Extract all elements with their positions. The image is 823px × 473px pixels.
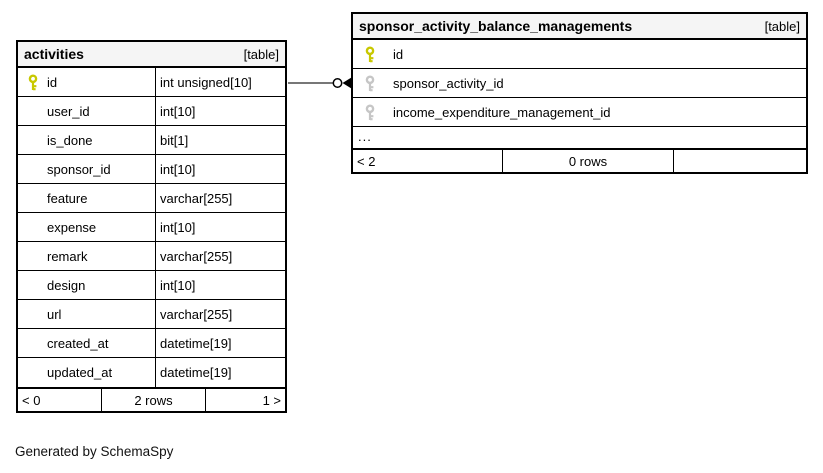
column-name: remark — [47, 248, 88, 264]
foreign-key-icon — [365, 75, 375, 91]
primary-key-icon — [28, 74, 38, 90]
column-name: feature — [47, 190, 88, 206]
column-name: id — [47, 74, 58, 90]
column-name: url — [47, 306, 62, 322]
table-stats-footer: < 0 2 rows 1 > — [18, 387, 285, 411]
column-type: int[10] — [160, 161, 196, 177]
column-name: is_done — [47, 132, 93, 148]
column-row-user-id: user_id int[10] — [18, 97, 285, 126]
column-type: int[10] — [160, 219, 196, 235]
zero-cardinality-circle-icon — [332, 78, 343, 88]
foreign-key-icon — [365, 104, 375, 120]
table-name[interactable]: activities — [24, 45, 84, 62]
column-name: expense — [47, 219, 97, 235]
column-row-income-expenditure-management-id: income_expenditure_management_id — [353, 98, 806, 127]
table-type-badge: [table] — [764, 18, 800, 34]
column-type: int[10] — [160, 103, 196, 119]
row-count: 0 rows — [503, 150, 674, 172]
column-row-remark: remark varchar[255] — [18, 242, 285, 271]
column-row-id: id — [353, 40, 806, 69]
table-node-sponsor-activity-balance-managements[interactable]: sponsor_activity_balance_managements [ta… — [351, 12, 808, 174]
column-name: income_expenditure_management_id — [393, 104, 611, 120]
primary-key-icon — [365, 46, 375, 62]
column-row-id: id int unsigned[10] — [18, 68, 285, 97]
column-type: datetime[19] — [160, 365, 232, 380]
column-row-expense: expense int[10] — [18, 213, 285, 242]
column-row-is-done: is_done bit[1] — [18, 126, 285, 155]
column-name: user_id — [47, 103, 90, 119]
column-type: varchar[255] — [160, 190, 233, 206]
column-row-sponsor-activity-id: sponsor_activity_id — [353, 69, 806, 98]
column-type: bit[1] — [160, 132, 189, 148]
column-name: design — [47, 277, 86, 293]
incoming-degree: < 0 — [18, 389, 102, 411]
column-type: int unsigned[10] — [160, 74, 252, 90]
incoming-degree: < 2 — [353, 150, 503, 172]
column-name: sponsor_activity_id — [393, 75, 504, 91]
column-name: sponsor_id — [47, 161, 111, 177]
row-count: 2 rows — [102, 389, 206, 411]
column-row-created-at: created_at datetime[19] — [18, 329, 285, 358]
column-row-url: url varchar[255] — [18, 300, 285, 329]
column-row-design: design int[10] — [18, 271, 285, 300]
arrowhead-icon — [342, 77, 351, 89]
column-row-updated-at: updated_at datetime[19] — [18, 358, 285, 387]
column-type: datetime[19] — [160, 335, 232, 351]
outgoing-degree — [674, 150, 806, 172]
outgoing-degree: 1 > — [262, 392, 281, 408]
column-row-sponsor-id: sponsor_id int[10] — [18, 155, 285, 184]
column-name: id — [393, 46, 404, 62]
generated-by-text: Generated by SchemaSpy — [15, 444, 174, 459]
column-type: varchar[255] — [160, 248, 233, 264]
table-type-badge: [table] — [243, 46, 279, 62]
table-header: activities [table] — [18, 42, 285, 68]
column-row-feature: feature varchar[255] — [18, 184, 285, 213]
table-stats-footer: < 2 0 rows — [353, 148, 806, 172]
table-name[interactable]: sponsor_activity_balance_managements — [359, 17, 633, 34]
hidden-columns-ellipsis: ... — [358, 129, 372, 144]
table-node-activities[interactable]: activities [table] id int unsigned[10] u… — [16, 40, 287, 413]
column-name: updated_at — [47, 365, 113, 380]
column-type: int[10] — [160, 277, 196, 293]
column-name: created_at — [47, 335, 109, 351]
table-header: sponsor_activity_balance_managements [ta… — [353, 14, 806, 40]
column-type: varchar[255] — [160, 306, 233, 322]
